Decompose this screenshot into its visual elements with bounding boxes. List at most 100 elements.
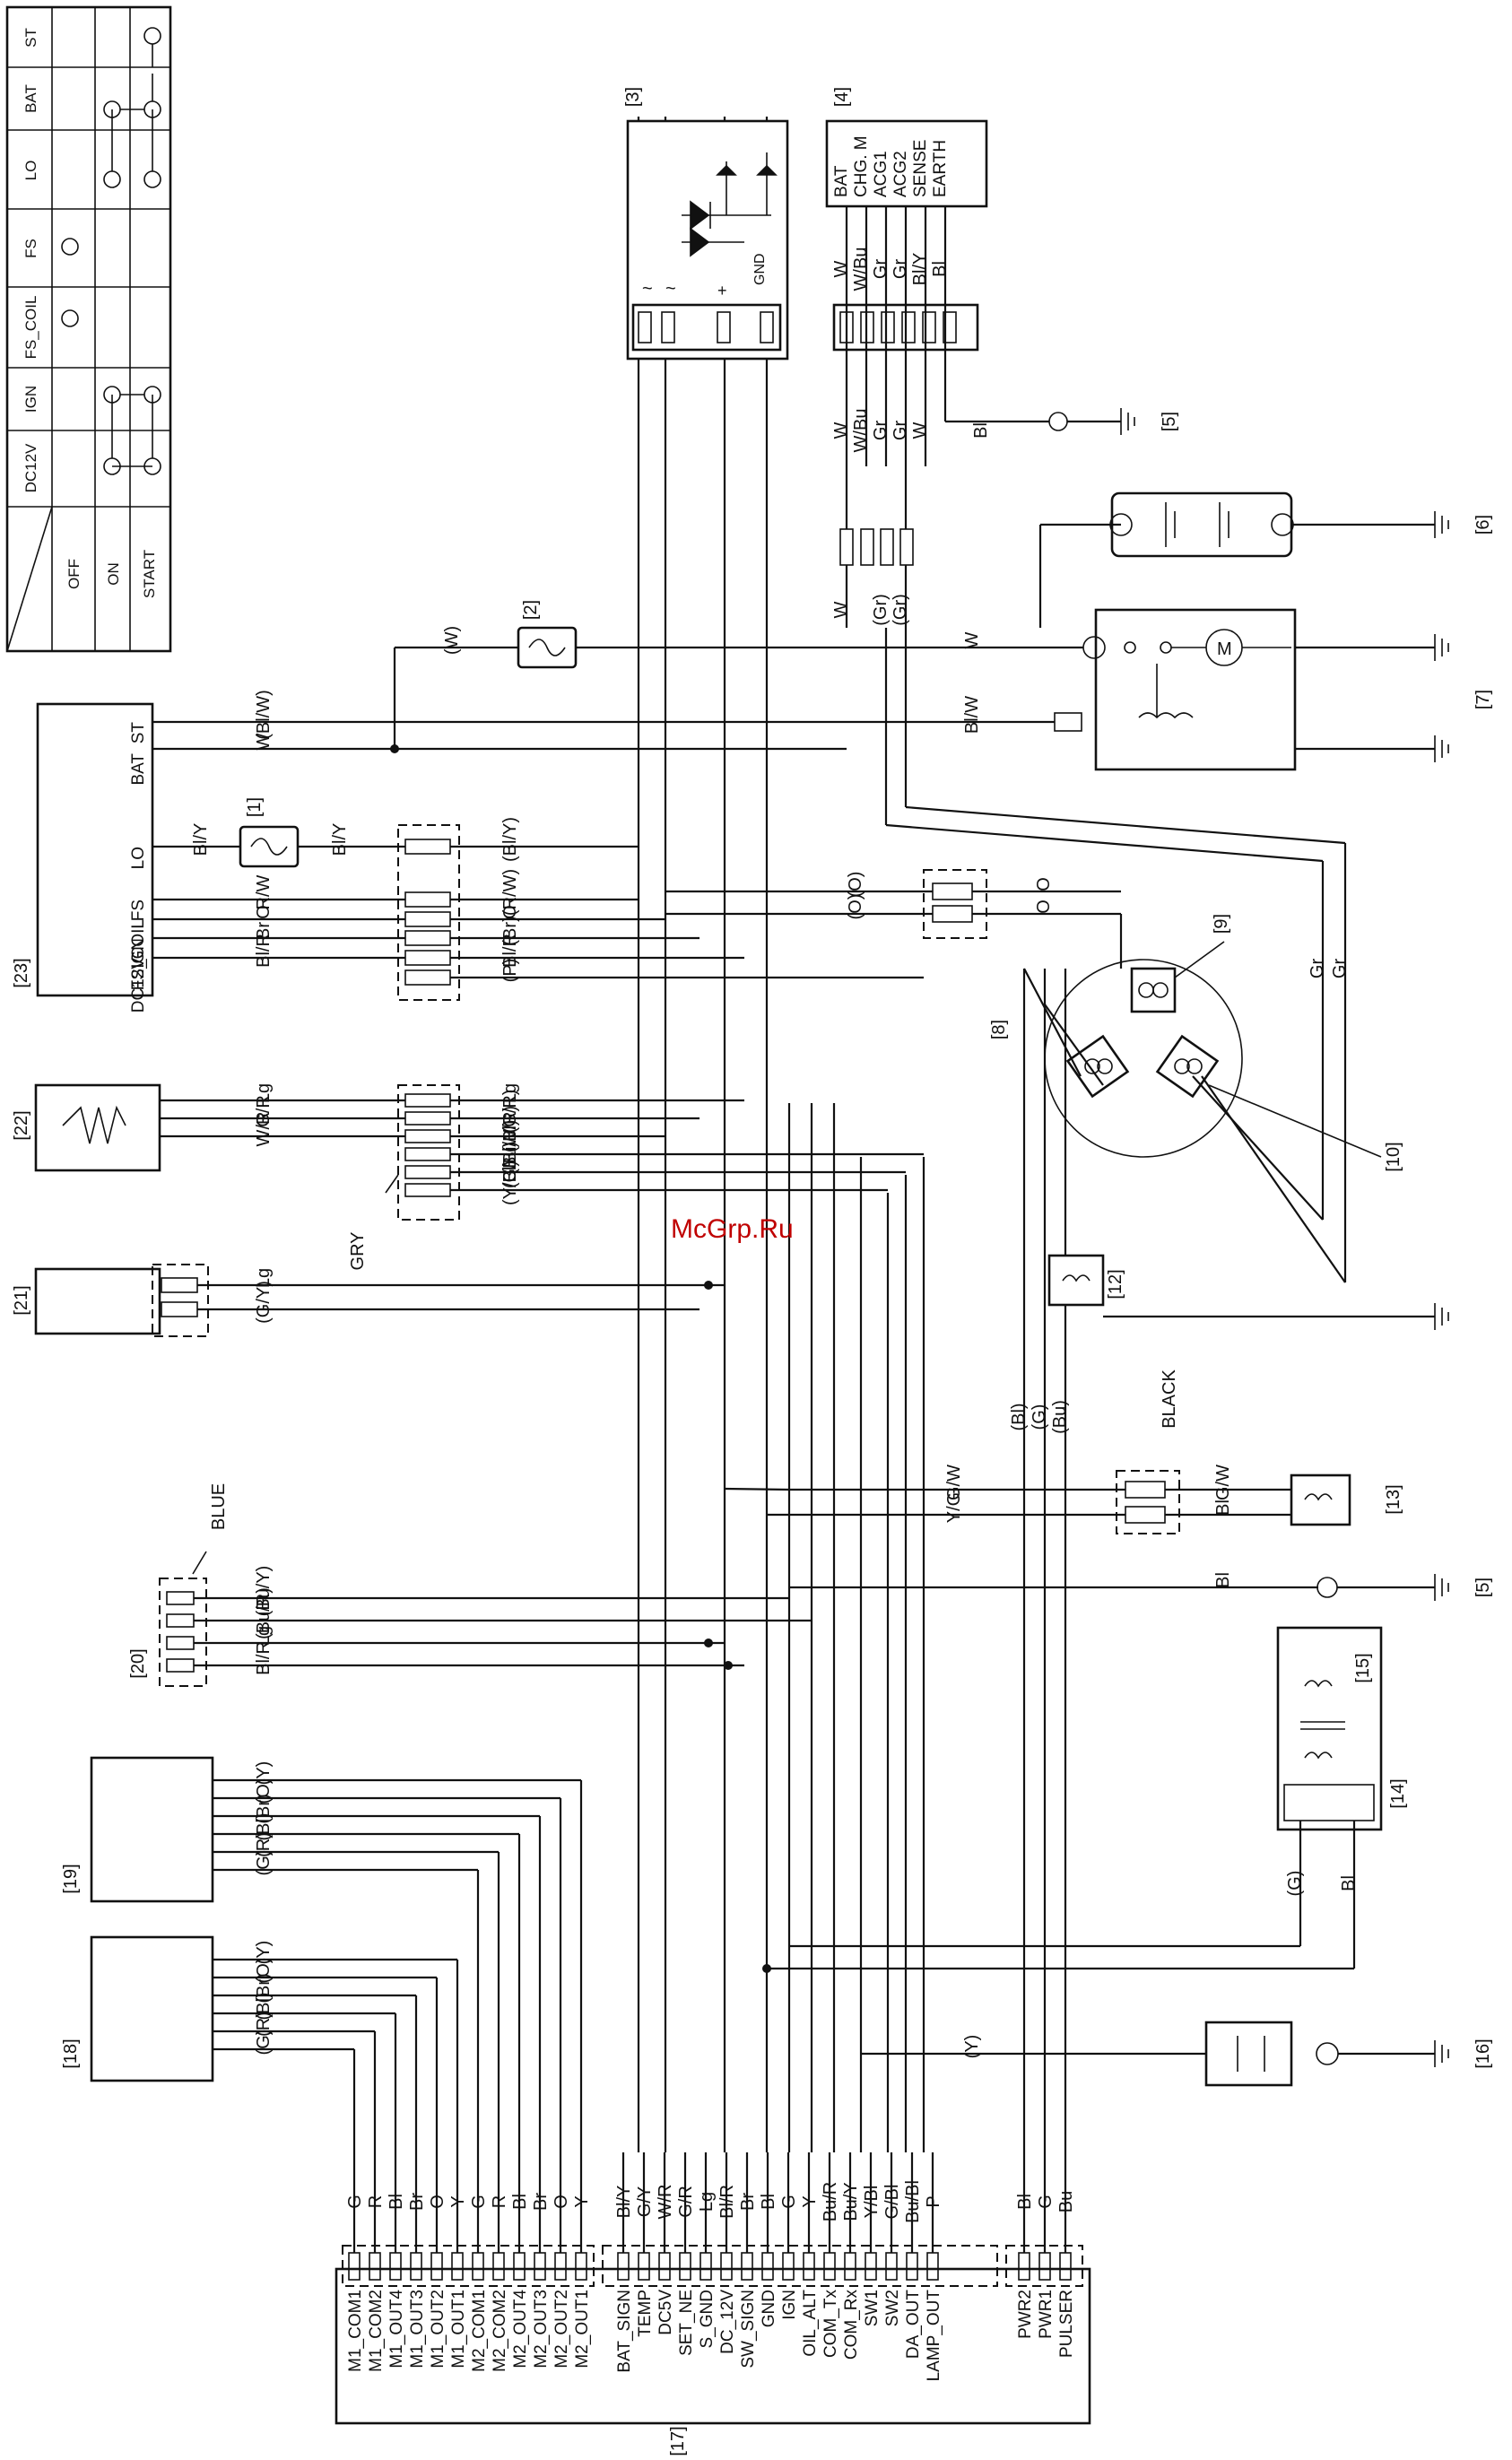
col-fs-coil: FS_COIL [22, 296, 39, 360]
svg-text:(W/R): (W/R) [500, 1106, 520, 1152]
svg-text:(Bl): (Bl) [254, 1992, 274, 2020]
svg-text:(G/Y): (G/Y) [254, 1281, 274, 1324]
control-unit-pin-label: DA_OUT [904, 2290, 923, 2359]
control-unit-terminal [638, 2252, 650, 2281]
component-4-acg: [4] BAT CHG. M ACG1 ACG2 SENSE EARTH W W… [825, 87, 1179, 628]
svg-text:(Bu/Y): (Bu/Y) [254, 1566, 274, 1617]
ref-10: [10] [1384, 1142, 1403, 1171]
svg-text:(Bl/Y): (Bl/Y) [500, 817, 520, 862]
control-unit-terminal [472, 2252, 484, 2281]
ref-8: [8] [989, 1020, 1009, 1039]
control-unit-terminal [803, 2252, 815, 2281]
control-unit-wire-color: R [490, 2195, 509, 2208]
control-unit-terminal [761, 2252, 774, 2281]
control-unit-terminal [410, 2252, 422, 2281]
svg-text:(Bl/W): (Bl/W) [254, 690, 274, 740]
control-unit-pin-label: SW_SIGN [739, 2290, 758, 2369]
control-unit-terminal [389, 2252, 402, 2281]
svg-text:(G): (G) [254, 2030, 274, 2056]
control-unit-pin-label: M1_OUT4 [387, 2290, 406, 2369]
control-unit-wire-color: Br [407, 2193, 427, 2211]
svg-text:~: ~ [642, 279, 653, 299]
svg-text:W: W [910, 422, 930, 439]
control-unit-pin-label: M1_OUT3 [408, 2290, 427, 2369]
svg-text:FS_COIL: FS_COIL [129, 919, 148, 990]
col-lo: LO [22, 161, 39, 181]
fuse-1: [1] [239, 797, 300, 868]
svg-text:(Bl): (Bl) [254, 1812, 274, 1840]
component-14: [15] [14] (G) Bl [762, 1626, 1408, 1973]
gry-label: GRY [348, 1232, 368, 1271]
control-unit-terminal [575, 2252, 587, 2281]
ref-2: [2] [521, 600, 541, 620]
svg-text:Bl/R: Bl/R [500, 934, 520, 968]
svg-text:Bl: Bl [1213, 1572, 1233, 1588]
svg-text:(G): (G) [1285, 1871, 1305, 1897]
svg-text:Bl/R: Bl/R [254, 934, 274, 968]
ref-20: [20] [128, 1648, 148, 1678]
control-unit-terminal [1038, 2252, 1051, 2281]
control-unit-pin-label: GND [760, 2290, 778, 2327]
control-unit-terminal [782, 2252, 795, 2281]
control-unit-wire-color: Y [572, 2195, 592, 2207]
control-unit-terminal [451, 2252, 464, 2281]
svg-text:BAT: BAT [832, 165, 851, 197]
control-unit-pin-label: COM_Rx [842, 2290, 861, 2360]
svg-text:(Br): (Br) [500, 916, 520, 945]
svg-text:(Y): (Y) [962, 2035, 982, 2059]
control-unit-pin-label: PWR2 [1016, 2290, 1035, 2339]
svg-text:O: O [254, 905, 274, 919]
svg-text:Y/G: Y/G [944, 1492, 964, 1523]
svg-text:BAT: BAT [129, 753, 148, 786]
svg-text:Lg: Lg [500, 1083, 520, 1103]
control-unit-terminal [1059, 2252, 1072, 2281]
svg-text:Gr: Gr [871, 259, 891, 280]
black-label: BLACK [1160, 1369, 1179, 1429]
svg-text:(O): (O) [254, 1958, 274, 1984]
ignition-switch-table: ST BAT LO FS FS_COIL IGN DC12V OFF ON ST… [5, 5, 172, 653]
svg-text:W: W [831, 422, 851, 439]
control-unit-wire-color: W/R [656, 2185, 675, 2220]
ref-13: [13] [1384, 1484, 1403, 1514]
svg-text:Br: Br [254, 922, 274, 940]
svg-text:(O): (O) [254, 1778, 274, 1804]
svg-text:(Y): (Y) [254, 1761, 274, 1786]
svg-text:(Br): (Br) [254, 1973, 274, 2003]
svg-text:R/W: R/W [254, 874, 274, 909]
svg-text:(Bu): (Bu) [1050, 1400, 1070, 1434]
svg-text:G/W: G/W [944, 1465, 964, 1500]
component-6-battery: [6] [1038, 491, 1493, 628]
control-unit-wire-color: Bl [510, 2194, 530, 2210]
ref-7: [7] [1473, 690, 1493, 709]
col-st: ST [22, 28, 39, 48]
component-18: (Y) (O) (Br) (Bl) (R) (G) [18] [61, 1935, 459, 2152]
svg-text:Bl: Bl [930, 261, 950, 277]
ref-15: [15] [1353, 1653, 1373, 1682]
control-unit-terminal [617, 2252, 630, 2281]
control-unit-wire-color: Y/Bl [862, 2186, 882, 2219]
control-unit-terminal [885, 2252, 898, 2281]
svg-text:ACG1: ACG1 [872, 151, 891, 197]
control-unit-wire-color: Bu/Bl [903, 2180, 923, 2223]
svg-text:Bl/W: Bl/W [962, 696, 982, 734]
control-unit-terminal [534, 2252, 546, 2281]
control-unit-wire-color: Bl [759, 2194, 778, 2210]
svg-text:(Bl): (Bl) [1009, 1403, 1029, 1430]
svg-text:Lg: Lg [254, 1626, 274, 1646]
svg-text:Bl: Bl [971, 422, 991, 439]
svg-text:(Br): (Br) [254, 1794, 274, 1823]
ref-22: [22] [12, 1110, 31, 1140]
svg-text:DC12V: DC12V [129, 958, 148, 1013]
col-ign: IGN [22, 386, 39, 413]
svg-text:(P): (P) [500, 959, 520, 983]
control-unit-pin-label: M2_OUT2 [552, 2290, 571, 2369]
ref-1: [1] [245, 797, 265, 817]
svg-text:~: ~ [665, 279, 676, 299]
control-unit-wire-color: O [428, 2195, 448, 2209]
component-23-ignition-switch: [23] ST BAT LO FS FS_COIL IGN DC12V [12, 690, 1055, 1013]
control-unit-terminal [865, 2252, 877, 2281]
svg-text:(G/Bl): (G/Bl) [500, 1142, 520, 1188]
ref-9: [9] [1212, 914, 1231, 934]
svg-text:W/Bu: W/Bu [851, 248, 871, 291]
fuse-2: [2] (W) W [393, 600, 1083, 749]
